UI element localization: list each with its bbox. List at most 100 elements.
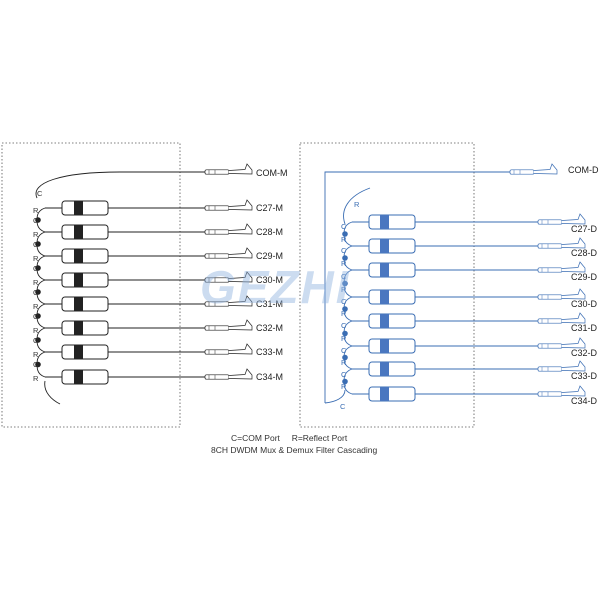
- mux-tail-fiber: [44, 380, 61, 405]
- demux-channel-connector: [537, 337, 586, 349]
- mux-rows: C27-MC28-MC29-MC30-MC31-MC32-MC33-MC34-M…: [33, 200, 283, 385]
- demux-filter: [368, 214, 416, 230]
- demux-splice-dot: [342, 378, 348, 385]
- mux-channel-label: C27-M: [256, 203, 283, 213]
- mux-port-letter: R: [33, 302, 39, 311]
- demux-splice-dot: [342, 354, 348, 361]
- mux-filter: [61, 320, 109, 336]
- mux-filter: [61, 200, 109, 216]
- caption-legend: C=COM Port R=Reflect Port: [231, 433, 348, 443]
- mux-splice-dot: [35, 217, 41, 223]
- mux-filter-core: [74, 321, 83, 335]
- demux-port-letter: R: [341, 309, 347, 318]
- demux-port-letter: R: [341, 334, 347, 343]
- mux-channel-label: C33-M: [256, 347, 283, 357]
- demux-filter-core: [380, 290, 389, 304]
- demux-filter: [368, 386, 416, 402]
- caption-title: 8CH DWDM Mux & Demux Filter Cascading: [211, 445, 378, 455]
- mux-port-letter: R: [33, 326, 39, 335]
- mux-port-letter: C: [33, 360, 39, 369]
- mux-splice-dot: [35, 337, 41, 343]
- demux-channel-label: C28-D: [571, 248, 598, 258]
- mux-channel-label: C32-M: [256, 323, 283, 333]
- mux-port-letter: R: [33, 278, 39, 287]
- demux-connectors: [509, 163, 586, 397]
- demux-channel-label: C34-D: [571, 396, 598, 406]
- demux-channel-label: C27-D: [571, 224, 598, 234]
- mux-filter-core: [74, 345, 83, 359]
- mux-filter: [61, 369, 109, 385]
- demux-com-label: COM-D: [568, 165, 599, 175]
- demux-com-fiber: [324, 171, 510, 403]
- demux-filter: [368, 338, 416, 354]
- mux-channel-connector: [204, 368, 253, 380]
- demux-splice-dot: [342, 306, 348, 312]
- demux-filter-core: [380, 215, 389, 229]
- demux-channel-connector: [537, 213, 586, 225]
- mux-filter: [61, 248, 109, 264]
- mux-channel-label: C30-M: [256, 275, 283, 285]
- demux-port-letter: C: [341, 297, 347, 306]
- mux-port-letter: C: [33, 264, 39, 273]
- demux-channel-connector: [537, 237, 586, 249]
- demux-channel-connector: [537, 288, 586, 300]
- demux-channel-label: C32-D: [571, 348, 598, 358]
- demux-filter: [368, 313, 416, 329]
- demux-channel-label: C31-D: [571, 323, 598, 333]
- demux-channel-label: C33-D: [571, 371, 598, 381]
- demux-bottom-port-letter: C: [340, 402, 346, 411]
- mux-channel-label: C34-M: [256, 372, 283, 382]
- mux-splice-dot: [35, 361, 41, 368]
- mux-port-letter: R: [33, 254, 39, 263]
- mux-channel-connector: [204, 223, 253, 235]
- demux-port-letter: R: [341, 358, 347, 367]
- demux-port-letter: C: [341, 272, 347, 281]
- demux-channel-label: C29-D: [571, 272, 598, 282]
- demux-port-letter: C: [341, 321, 347, 330]
- demux-filter-core: [380, 339, 389, 353]
- demux-boundary: [299, 142, 475, 428]
- mux-splice-dot: [35, 313, 41, 319]
- demux-channel-connector: [537, 385, 586, 397]
- mux-channel-connector: [204, 319, 253, 331]
- demux-port-letter: R: [341, 259, 347, 268]
- mux-channel-label: C31-M: [256, 299, 283, 309]
- mux-splice-dot: [35, 265, 41, 271]
- demux-splice-dot: [342, 231, 348, 237]
- demux-filter-core: [380, 314, 389, 328]
- mux-filter-core: [74, 225, 83, 239]
- mux-filter: [61, 296, 109, 312]
- demux-filter: [368, 262, 416, 278]
- mux-port-letter: R: [33, 206, 39, 215]
- mux-com-label: COM-M: [256, 168, 288, 178]
- mux-filter-core: [74, 201, 83, 215]
- demux-top-fiber: [343, 187, 371, 225]
- mux-splice-dot: [35, 241, 41, 247]
- demux-splice-dot: [342, 280, 348, 287]
- mux-filter-core: [74, 370, 83, 384]
- mux-channel-label: C29-M: [256, 251, 283, 261]
- demux-port-letter: C: [341, 222, 347, 231]
- mux-port-letter: C: [33, 288, 39, 297]
- demux-section: R C C27-DC28-DC29-DC30-DC31-DC32-DC33-DC…: [299, 142, 599, 428]
- demux-port-letter: R: [341, 235, 347, 244]
- mux-port-letter: C: [33, 312, 39, 321]
- mux-filter-core: [74, 297, 83, 311]
- demux-splice-dot: [342, 330, 348, 337]
- demux-filter-core: [380, 239, 389, 253]
- gezhi-watermark-logo: GEZHI: [200, 261, 351, 313]
- demux-channel-connector: [537, 261, 586, 273]
- mux-com-port-letter: C: [37, 189, 43, 198]
- demux-filter-core: [380, 387, 389, 401]
- demux-filter-core: [380, 263, 389, 277]
- demux-top-port-letter: R: [354, 200, 360, 209]
- mux-boundary: [1, 142, 181, 428]
- demux-port-letter: C: [341, 246, 347, 255]
- demux-port-letter: R: [341, 285, 347, 294]
- demux-filter: [368, 289, 416, 305]
- mux-channel-connector: [204, 199, 253, 211]
- mux-port-letter: C: [33, 240, 39, 249]
- demux-channel-connector: [537, 312, 586, 324]
- demux-port-letter: C: [341, 346, 347, 355]
